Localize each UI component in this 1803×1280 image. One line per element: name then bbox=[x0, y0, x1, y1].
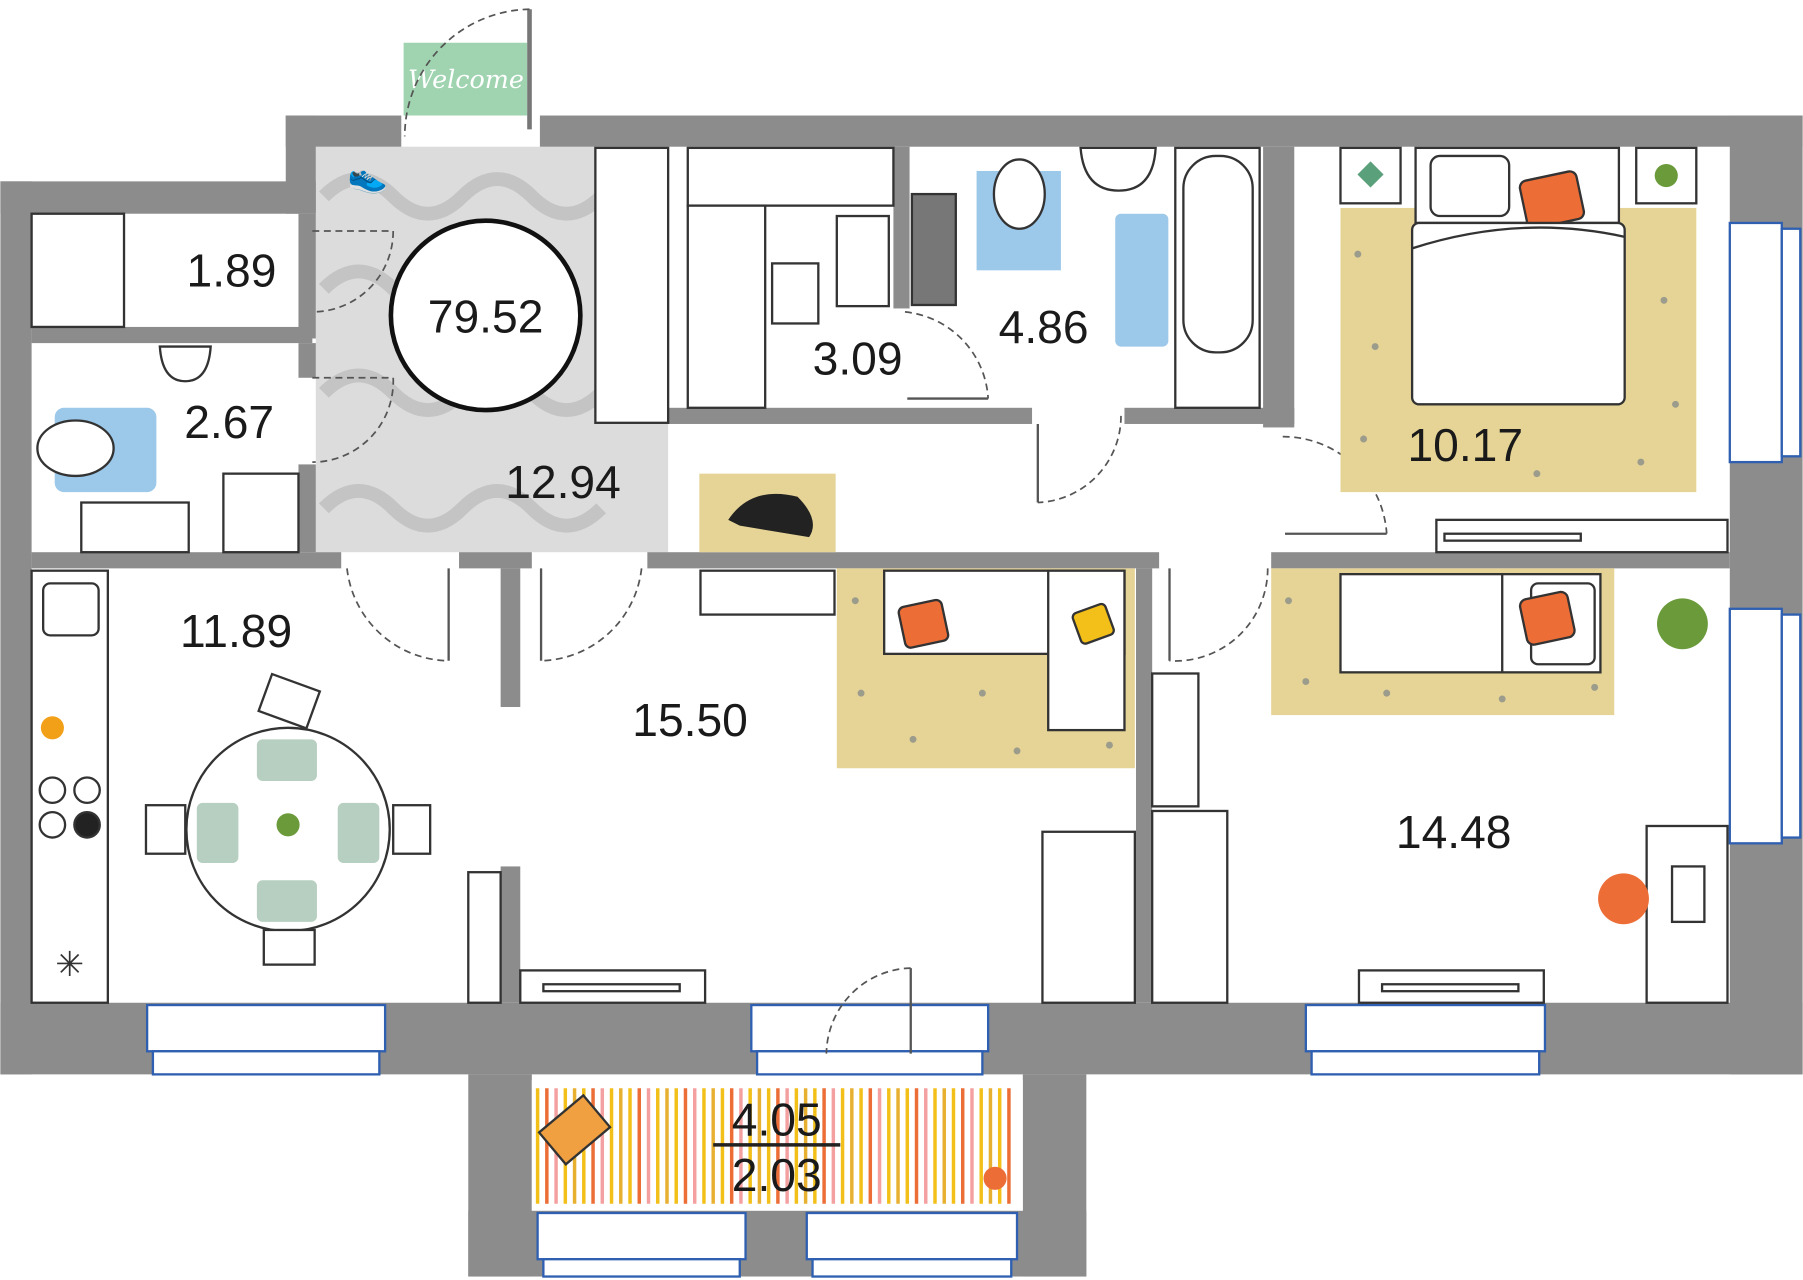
room-area-sauna: 3.09 bbox=[813, 332, 903, 384]
bathtub-inner bbox=[1182, 154, 1254, 354]
keyboard-icon bbox=[1670, 865, 1706, 924]
boiler bbox=[222, 472, 300, 554]
corner-sofa bbox=[883, 569, 1126, 732]
ball-icon bbox=[983, 1166, 1007, 1190]
toilet-icon bbox=[992, 158, 1046, 230]
dining-table bbox=[144, 672, 432, 966]
sauna-bench bbox=[686, 146, 895, 207]
room-area-toilet: 2.67 bbox=[184, 396, 274, 448]
room-area-bathroom: 4.86 bbox=[999, 301, 1089, 353]
interior-doors bbox=[312, 230, 1388, 1054]
tv bbox=[542, 983, 681, 993]
room-area-bedroom-2: 14.48 bbox=[1396, 806, 1512, 858]
room-area-kitchen: 11.89 bbox=[180, 605, 292, 657]
washing-machine bbox=[80, 501, 190, 554]
plant-icon bbox=[1654, 164, 1678, 188]
toilet-icon bbox=[36, 419, 115, 478]
rug-dots bbox=[851, 250, 1679, 755]
sink-icon bbox=[158, 345, 212, 383]
plant-icon bbox=[1657, 598, 1708, 650]
plates-icon bbox=[40, 716, 64, 740]
windows bbox=[145, 221, 1802, 1278]
wardrobe-shelves bbox=[30, 212, 126, 329]
mirror bbox=[467, 871, 502, 1004]
stove-icon bbox=[38, 776, 101, 839]
radiator bbox=[1151, 672, 1200, 808]
room-area-living-room: 15.50 bbox=[632, 694, 748, 746]
welcome-mat bbox=[403, 42, 528, 116]
kitchen-counter bbox=[30, 569, 110, 1004]
tv bbox=[1380, 983, 1520, 993]
sauna-heater bbox=[835, 214, 890, 308]
welcome-text: Welcome bbox=[408, 64, 524, 94]
tv bbox=[1443, 532, 1582, 542]
room-area-wardrobe: 1.89 bbox=[187, 244, 277, 296]
freezer-icon: ✳ bbox=[55, 946, 84, 984]
bath-mat bbox=[1115, 213, 1169, 347]
balcony-area-total: 4.05 bbox=[732, 1094, 822, 1146]
wardrobe bbox=[1041, 830, 1137, 1004]
slippers-icon: 👟 bbox=[348, 158, 388, 196]
shower-panel bbox=[910, 192, 957, 307]
chair-icon bbox=[1598, 873, 1649, 925]
entry-door-swing bbox=[403, 8, 530, 137]
sink-icon bbox=[42, 582, 100, 637]
room-area-bedroom: 10.17 bbox=[1407, 419, 1523, 471]
total-area: 79.52 bbox=[428, 291, 544, 343]
double-bed bbox=[1410, 146, 1626, 406]
hall-closet bbox=[594, 146, 670, 424]
bucket-icon bbox=[770, 262, 820, 325]
balcony-area-reduced: 2.03 bbox=[732, 1149, 822, 1201]
sauna-bench bbox=[686, 204, 767, 409]
deck-chair-icon bbox=[537, 1093, 612, 1166]
room-area-hall: 12.94 bbox=[505, 456, 621, 508]
total-area-badge bbox=[388, 218, 583, 413]
radiator bbox=[699, 569, 836, 616]
wardrobe bbox=[1151, 809, 1229, 1004]
sleeping-dog-icon bbox=[728, 493, 813, 538]
single-bed bbox=[1339, 572, 1602, 674]
sink-icon bbox=[1079, 146, 1157, 192]
